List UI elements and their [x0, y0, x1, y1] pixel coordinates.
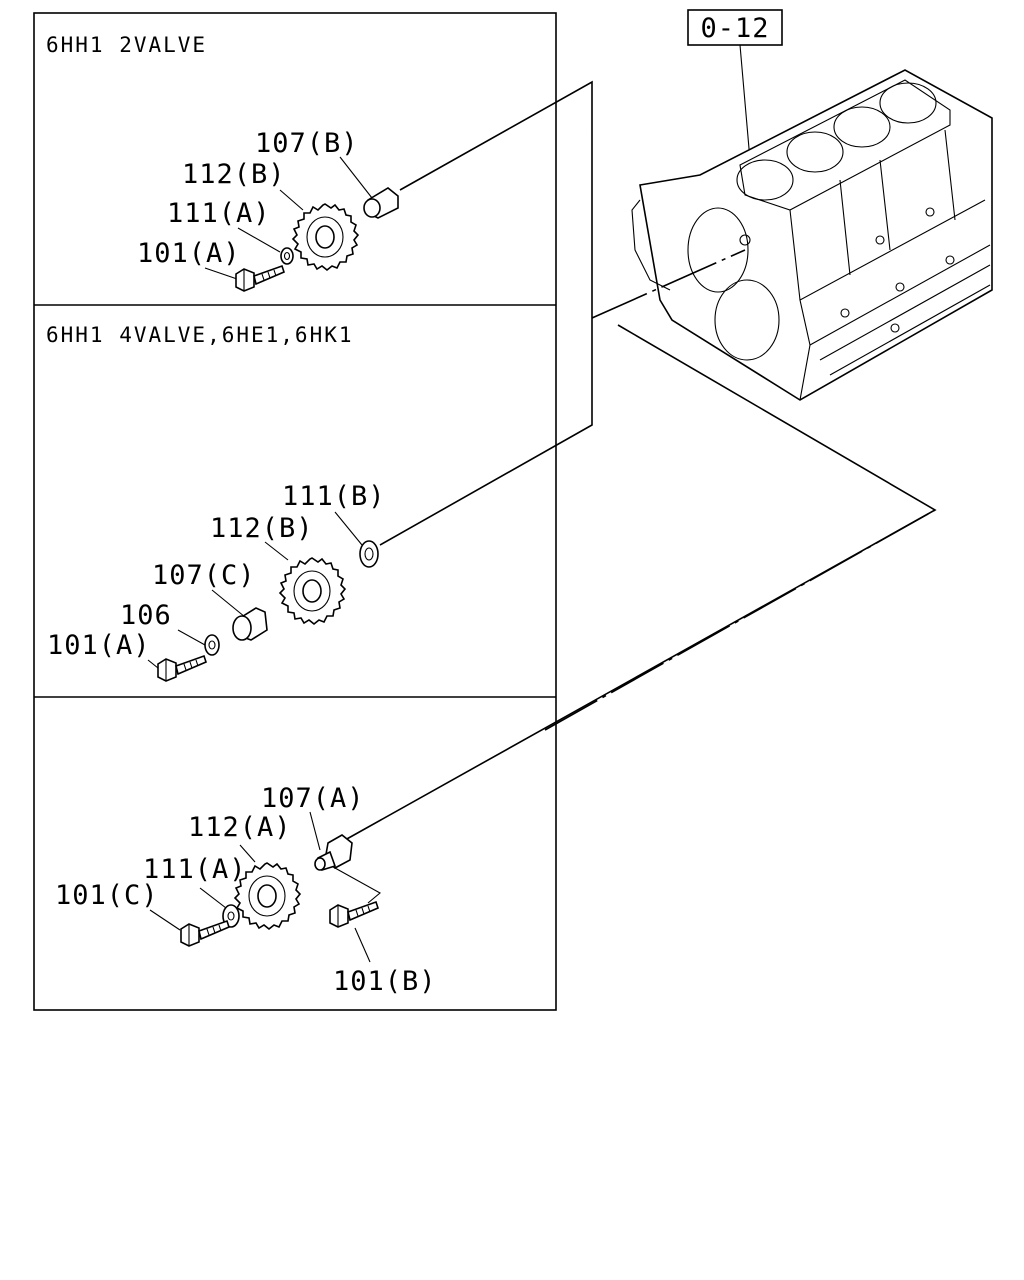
idler-shaft — [232, 607, 268, 641]
panel-default: 107(A) 112(A) 111(A) 101(C) 101(B) — [55, 783, 437, 997]
callout-101b: 101(B) — [333, 966, 437, 997]
callout-101a: 101(A) — [137, 238, 241, 269]
callout-107c: 107(C) — [152, 560, 256, 591]
reference-box[interactable]: 0-12 — [687, 9, 783, 46]
reference-box-frame — [687, 9, 783, 46]
reference-leader-line — [739, 44, 751, 161]
panel3-guide-line — [344, 324, 937, 841]
callout-106: 106 — [120, 600, 172, 631]
bolt — [157, 655, 207, 682]
washer — [204, 634, 220, 656]
callout-107a: 107(A) — [261, 783, 365, 814]
panel-header: 6HH1 4VALVE,6HE1,6HK1 — [46, 323, 354, 347]
panel-header: 6HH1 2VALVE — [46, 33, 207, 57]
idler-shaft — [363, 187, 399, 219]
callout-111a: 111(A) — [167, 198, 271, 229]
callout-111a: 111(A) — [143, 854, 247, 885]
callout-107b: 107(B) — [255, 128, 359, 159]
bracket-to-engine-line — [591, 249, 746, 319]
idler-shaft-flanged — [314, 834, 353, 871]
idler-gear — [279, 557, 346, 625]
thrust-washer — [359, 540, 379, 568]
bolt — [235, 265, 285, 292]
reference-box-label: 0-12 — [700, 13, 769, 44]
washer — [280, 247, 294, 265]
callout-112a: 112(A) — [188, 812, 292, 843]
callout-101c: 101(C) — [55, 880, 159, 911]
panel-6hh1-4valve: 6HH1 4VALVE,6HE1,6HK1 111(B) 112(B) 107(… — [46, 323, 386, 682]
callout-112b: 112(B) — [210, 513, 314, 544]
engine-block-illustration — [631, 69, 993, 401]
panel-6hh1-2valve: 6HH1 2VALVE 107(B) 112(B) 111(A) 101(A) — [46, 33, 399, 292]
bolt — [329, 901, 379, 928]
panel-bracket-line — [379, 80, 593, 546]
callout-111b: 111(B) — [282, 481, 386, 512]
callout-101a: 101(A) — [47, 630, 151, 661]
callout-112b: 112(B) — [182, 159, 286, 190]
panel3-dash-line — [544, 509, 936, 731]
idler-gear — [292, 203, 359, 271]
panels-outer-frame — [33, 12, 557, 1011]
bolt — [180, 920, 230, 947]
